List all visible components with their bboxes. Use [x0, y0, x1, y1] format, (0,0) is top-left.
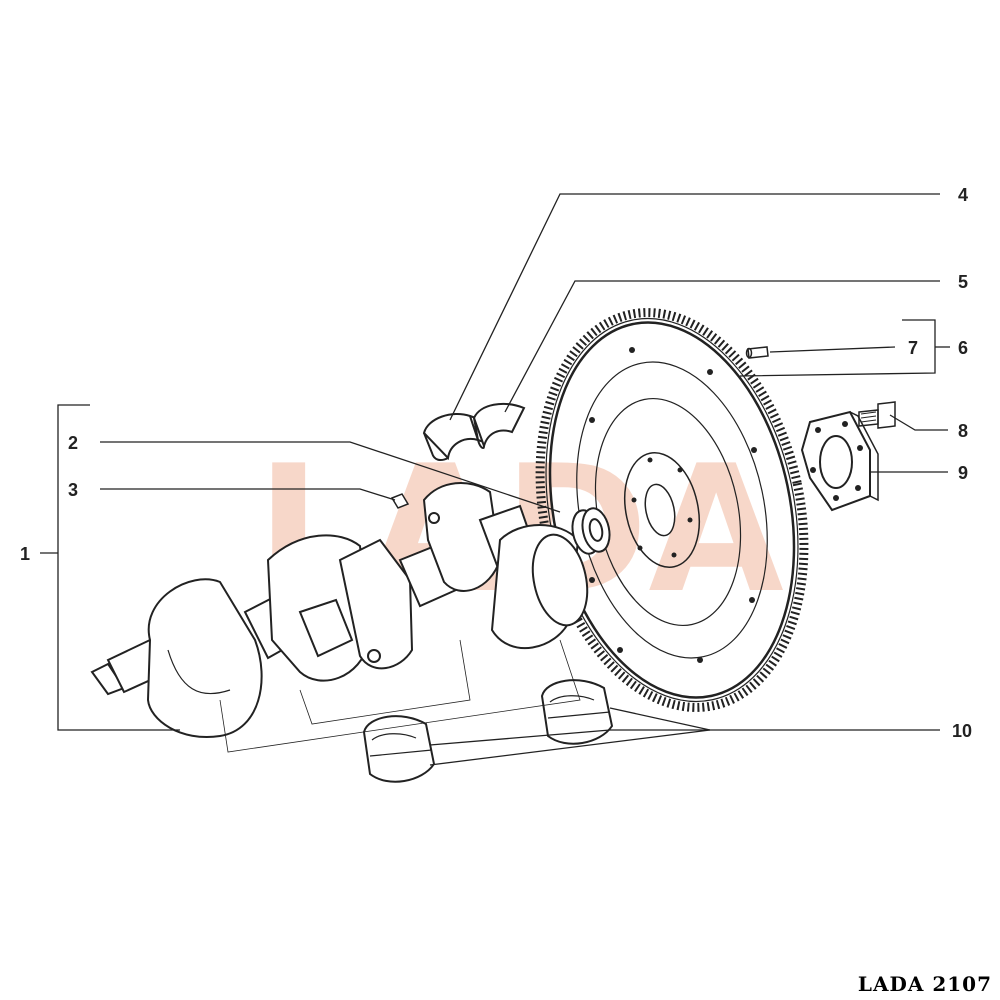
crankshaft: [90, 481, 589, 738]
plug-3: [390, 493, 410, 509]
washer-plate-9: [800, 410, 879, 512]
callout-2: 2: [68, 433, 79, 453]
main-bearing-shell-10b: [362, 715, 436, 783]
callout-3: 3: [68, 480, 79, 500]
pilot-bearing-2: [571, 507, 611, 555]
thrust-half-washer-5: [472, 402, 526, 450]
callout-8: 8: [958, 421, 969, 441]
callout-7: 7: [908, 338, 919, 358]
callout-10: 10: [952, 721, 973, 741]
callout-9: 9: [958, 463, 969, 483]
pin-7-dowel: [745, 346, 769, 359]
main-bearing-shell-10a: [540, 679, 614, 745]
model-caption: LADA 2107: [857, 972, 992, 996]
leader-lines: [40, 193, 950, 766]
callout-6: 6: [958, 338, 969, 358]
callout-1: 1: [20, 544, 31, 564]
callout-5: 5: [958, 272, 969, 292]
callout-4: 4: [958, 185, 969, 205]
bolt-8: [858, 401, 896, 429]
